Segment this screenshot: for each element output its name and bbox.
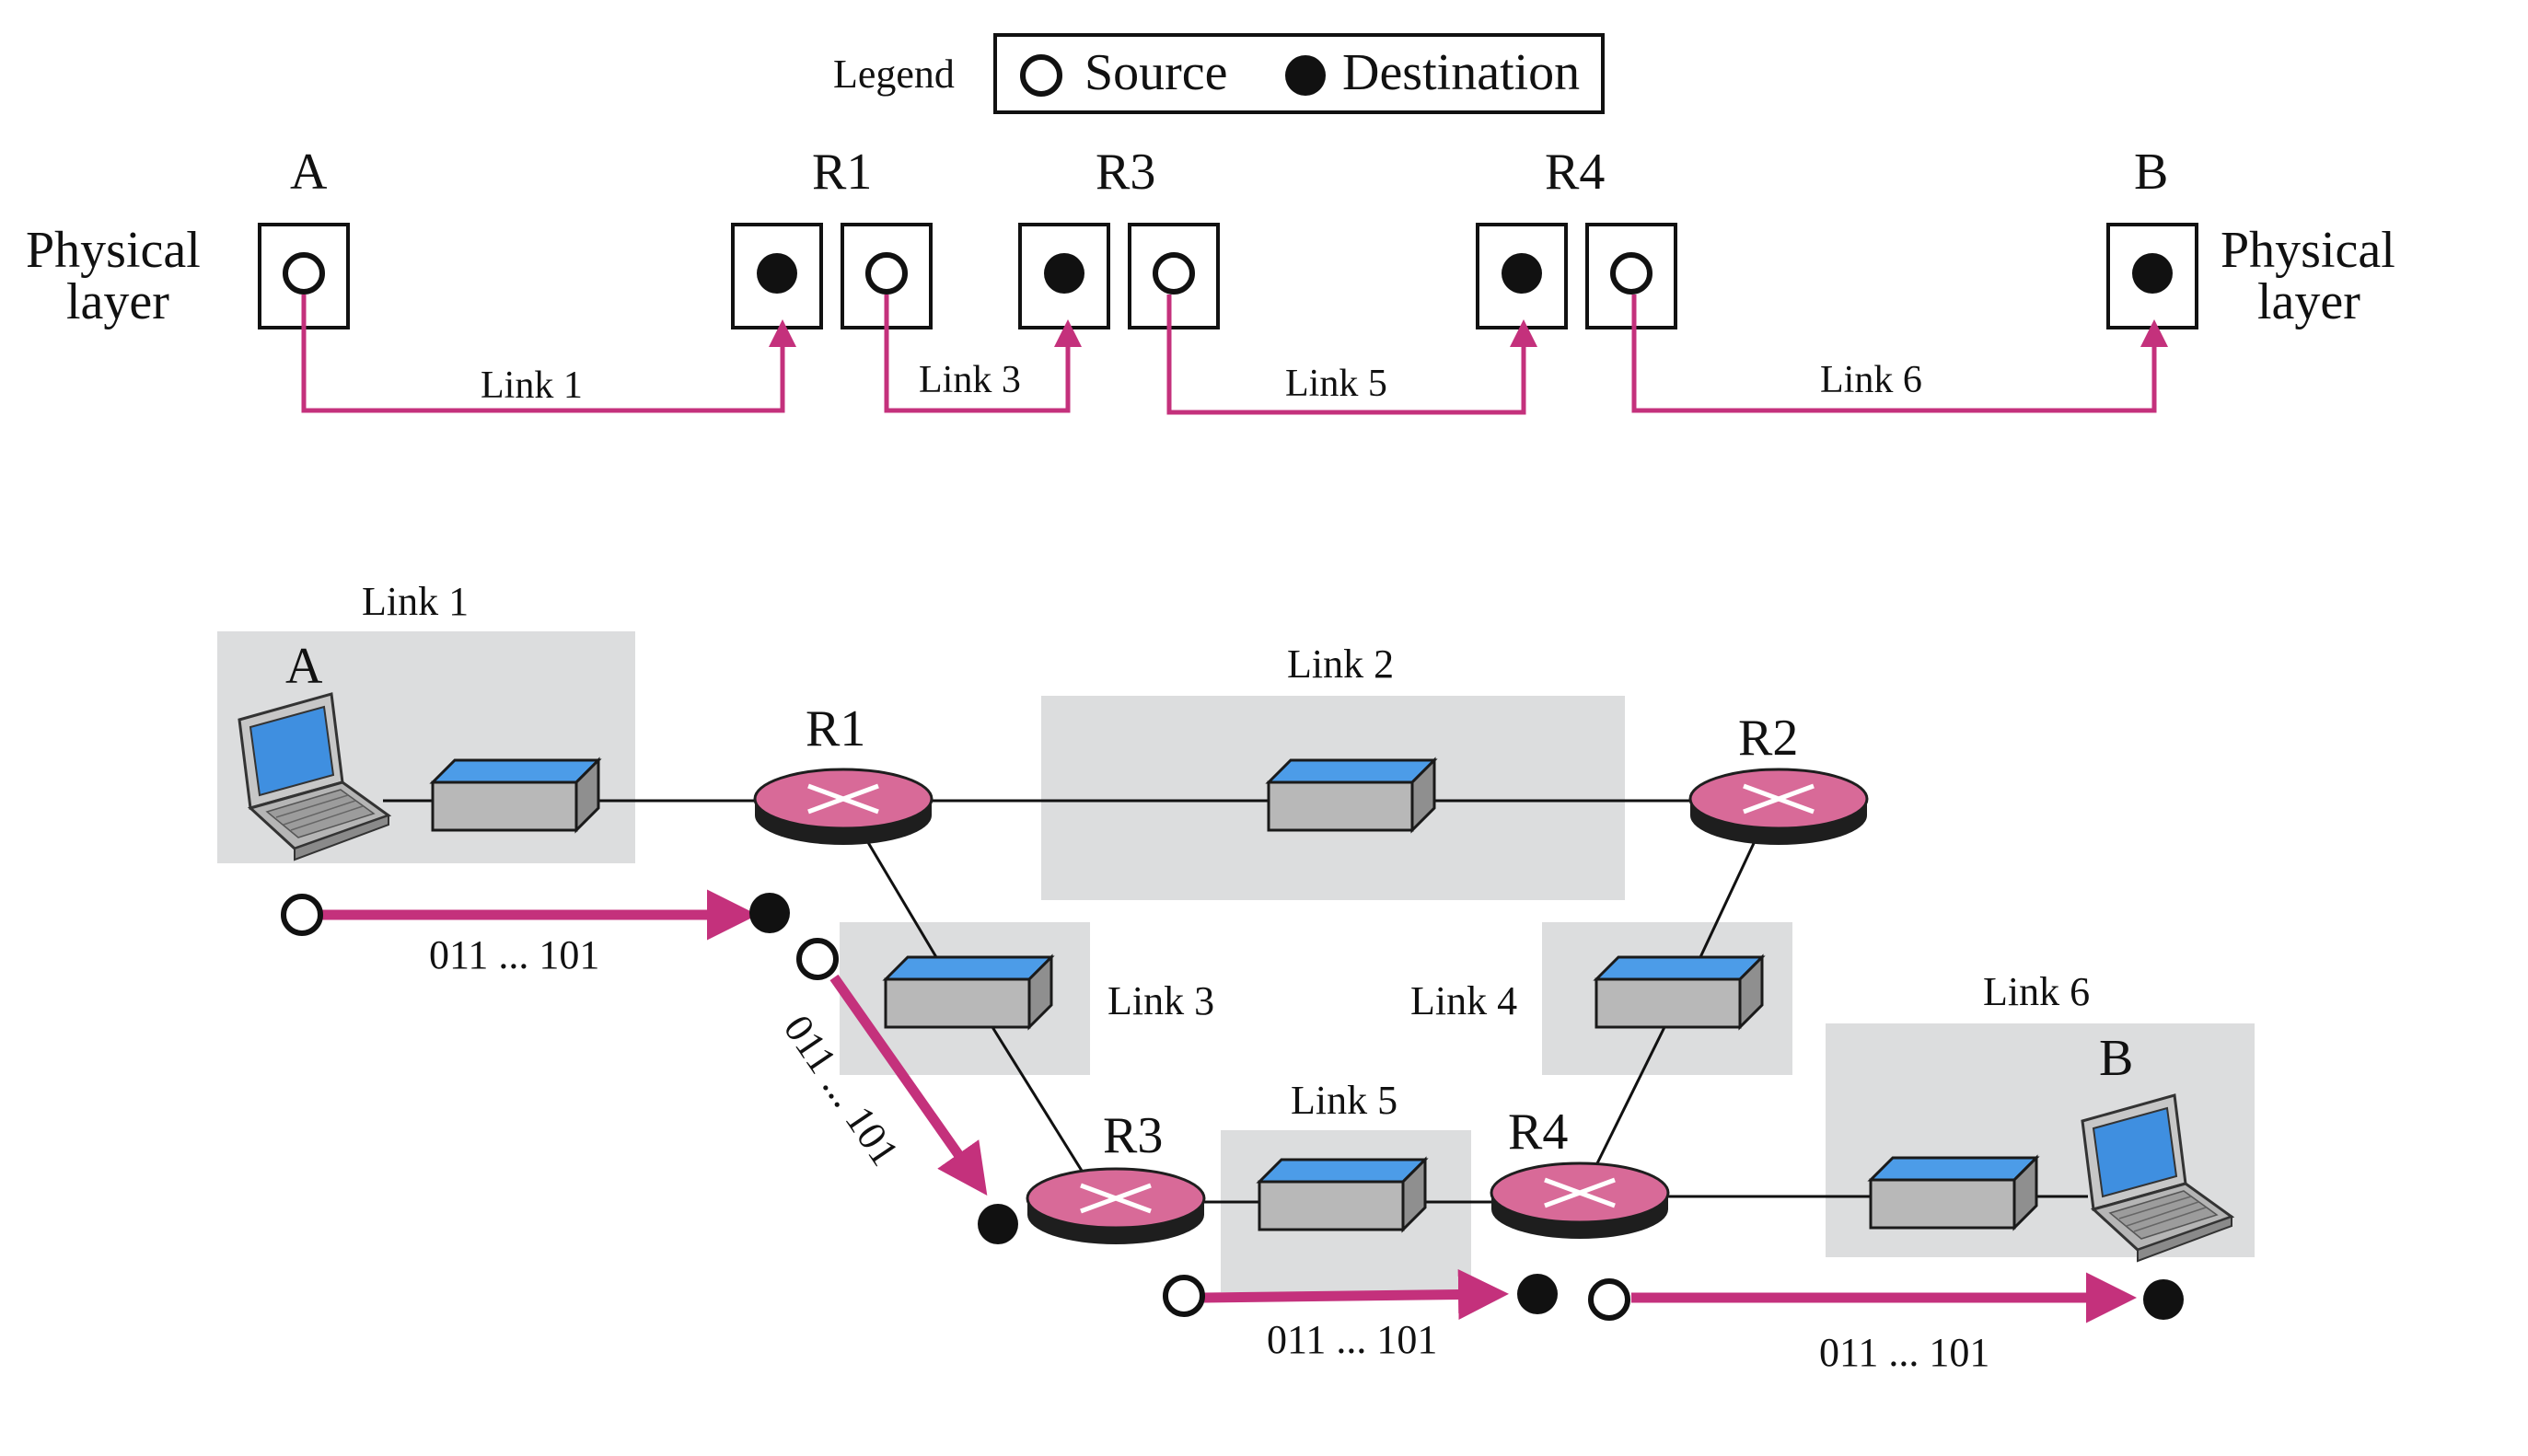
top-link-5-path — [1166, 295, 1537, 415]
network-wires — [383, 799, 2088, 1204]
router-r4-icon — [1491, 1163, 1668, 1239]
physical-box-b — [2106, 223, 2198, 329]
top-node-a: A — [290, 144, 328, 201]
router-r4-label: R4 — [1508, 1104, 1568, 1161]
source-icon — [1153, 252, 1195, 295]
top-link-1-label: Link 1 — [481, 364, 583, 407]
top-link-3-path — [884, 295, 1082, 413]
frame-arrow-link-5 — [1203, 1269, 1509, 1321]
destination-icon — [978, 1204, 1018, 1244]
bits-link-5: 011 ... 101 — [1267, 1317, 1437, 1362]
legend-destination: Destination — [1342, 44, 1580, 101]
source-icon — [1610, 252, 1652, 295]
router-r3-icon — [1027, 1169, 1204, 1244]
source-icon — [281, 894, 323, 936]
top-link-6-label: Link 6 — [1820, 359, 1922, 401]
switch-link-1-icon — [431, 758, 600, 832]
source-icon — [796, 938, 839, 980]
link-1-label: Link 1 — [362, 579, 469, 624]
destination-icon — [2132, 253, 2173, 294]
switch-link-4-icon — [1594, 955, 1764, 1029]
switch-link-2-icon — [1267, 758, 1436, 832]
source-icon — [283, 252, 325, 295]
router-r3-label: R3 — [1103, 1107, 1163, 1164]
physical-layer-right-line1: Physical — [2221, 222, 2395, 279]
host-b-label: B — [2099, 1030, 2133, 1087]
destination-icon — [1517, 1274, 1558, 1314]
switch-link-3-icon — [884, 955, 1053, 1029]
host-a-label: A — [285, 638, 323, 695]
source-icon — [865, 252, 908, 295]
switch-link-5-icon — [1258, 1158, 1427, 1231]
destination-icon — [1044, 253, 1084, 294]
legend-box — [993, 33, 1605, 114]
destination-icon — [2143, 1279, 2184, 1320]
legend-title: Legend — [833, 52, 955, 97]
router-r2-label: R2 — [1738, 710, 1798, 767]
switch-link-6-icon — [1869, 1156, 2038, 1230]
destination-icon — [757, 253, 797, 294]
link-4-label: Link 4 — [1410, 978, 1517, 1023]
destination-symbol-icon — [1285, 55, 1326, 96]
source-icon — [1588, 1278, 1630, 1321]
top-link-5-label: Link 5 — [1285, 363, 1387, 405]
link-6-label: Link 6 — [1983, 969, 2090, 1014]
physical-box-r1-in — [731, 223, 823, 329]
link-3-label: Link 3 — [1107, 978, 1214, 1023]
router-r1-label: R1 — [806, 700, 865, 757]
physical-box-r4-in — [1476, 223, 1568, 329]
top-node-r4: R4 — [1545, 144, 1605, 201]
legend-source: Source — [1084, 44, 1228, 101]
top-node-r1: R1 — [812, 144, 872, 201]
bits-link-1: 011 ... 101 — [429, 932, 599, 977]
top-node-b: B — [2134, 144, 2168, 201]
physical-layer-right-line2: layer — [2257, 273, 2360, 330]
physical-box-r4-out — [1585, 223, 1677, 329]
top-link-1-path — [301, 295, 796, 413]
router-r1-icon — [755, 769, 932, 845]
physical-layer-left-line2: layer — [66, 273, 169, 330]
link-5-label: Link 5 — [1291, 1078, 1397, 1123]
physical-layer-left-line1: Physical — [26, 222, 201, 279]
link-2-label: Link 2 — [1287, 641, 1394, 687]
router-r2-icon — [1690, 769, 1867, 845]
bits-link-6: 011 ... 101 — [1819, 1330, 1989, 1375]
frame-arrow-link-3 — [829, 974, 988, 1196]
physical-box-r3-out — [1128, 223, 1220, 329]
destination-icon — [1502, 253, 1542, 294]
top-node-r3: R3 — [1096, 144, 1155, 201]
source-symbol-icon — [1020, 54, 1062, 97]
top-link-3-label: Link 3 — [919, 359, 1021, 401]
physical-box-r3-in — [1018, 223, 1110, 329]
destination-icon — [749, 893, 790, 933]
source-icon — [1163, 1275, 1205, 1317]
top-link-6-path — [1631, 295, 2168, 413]
